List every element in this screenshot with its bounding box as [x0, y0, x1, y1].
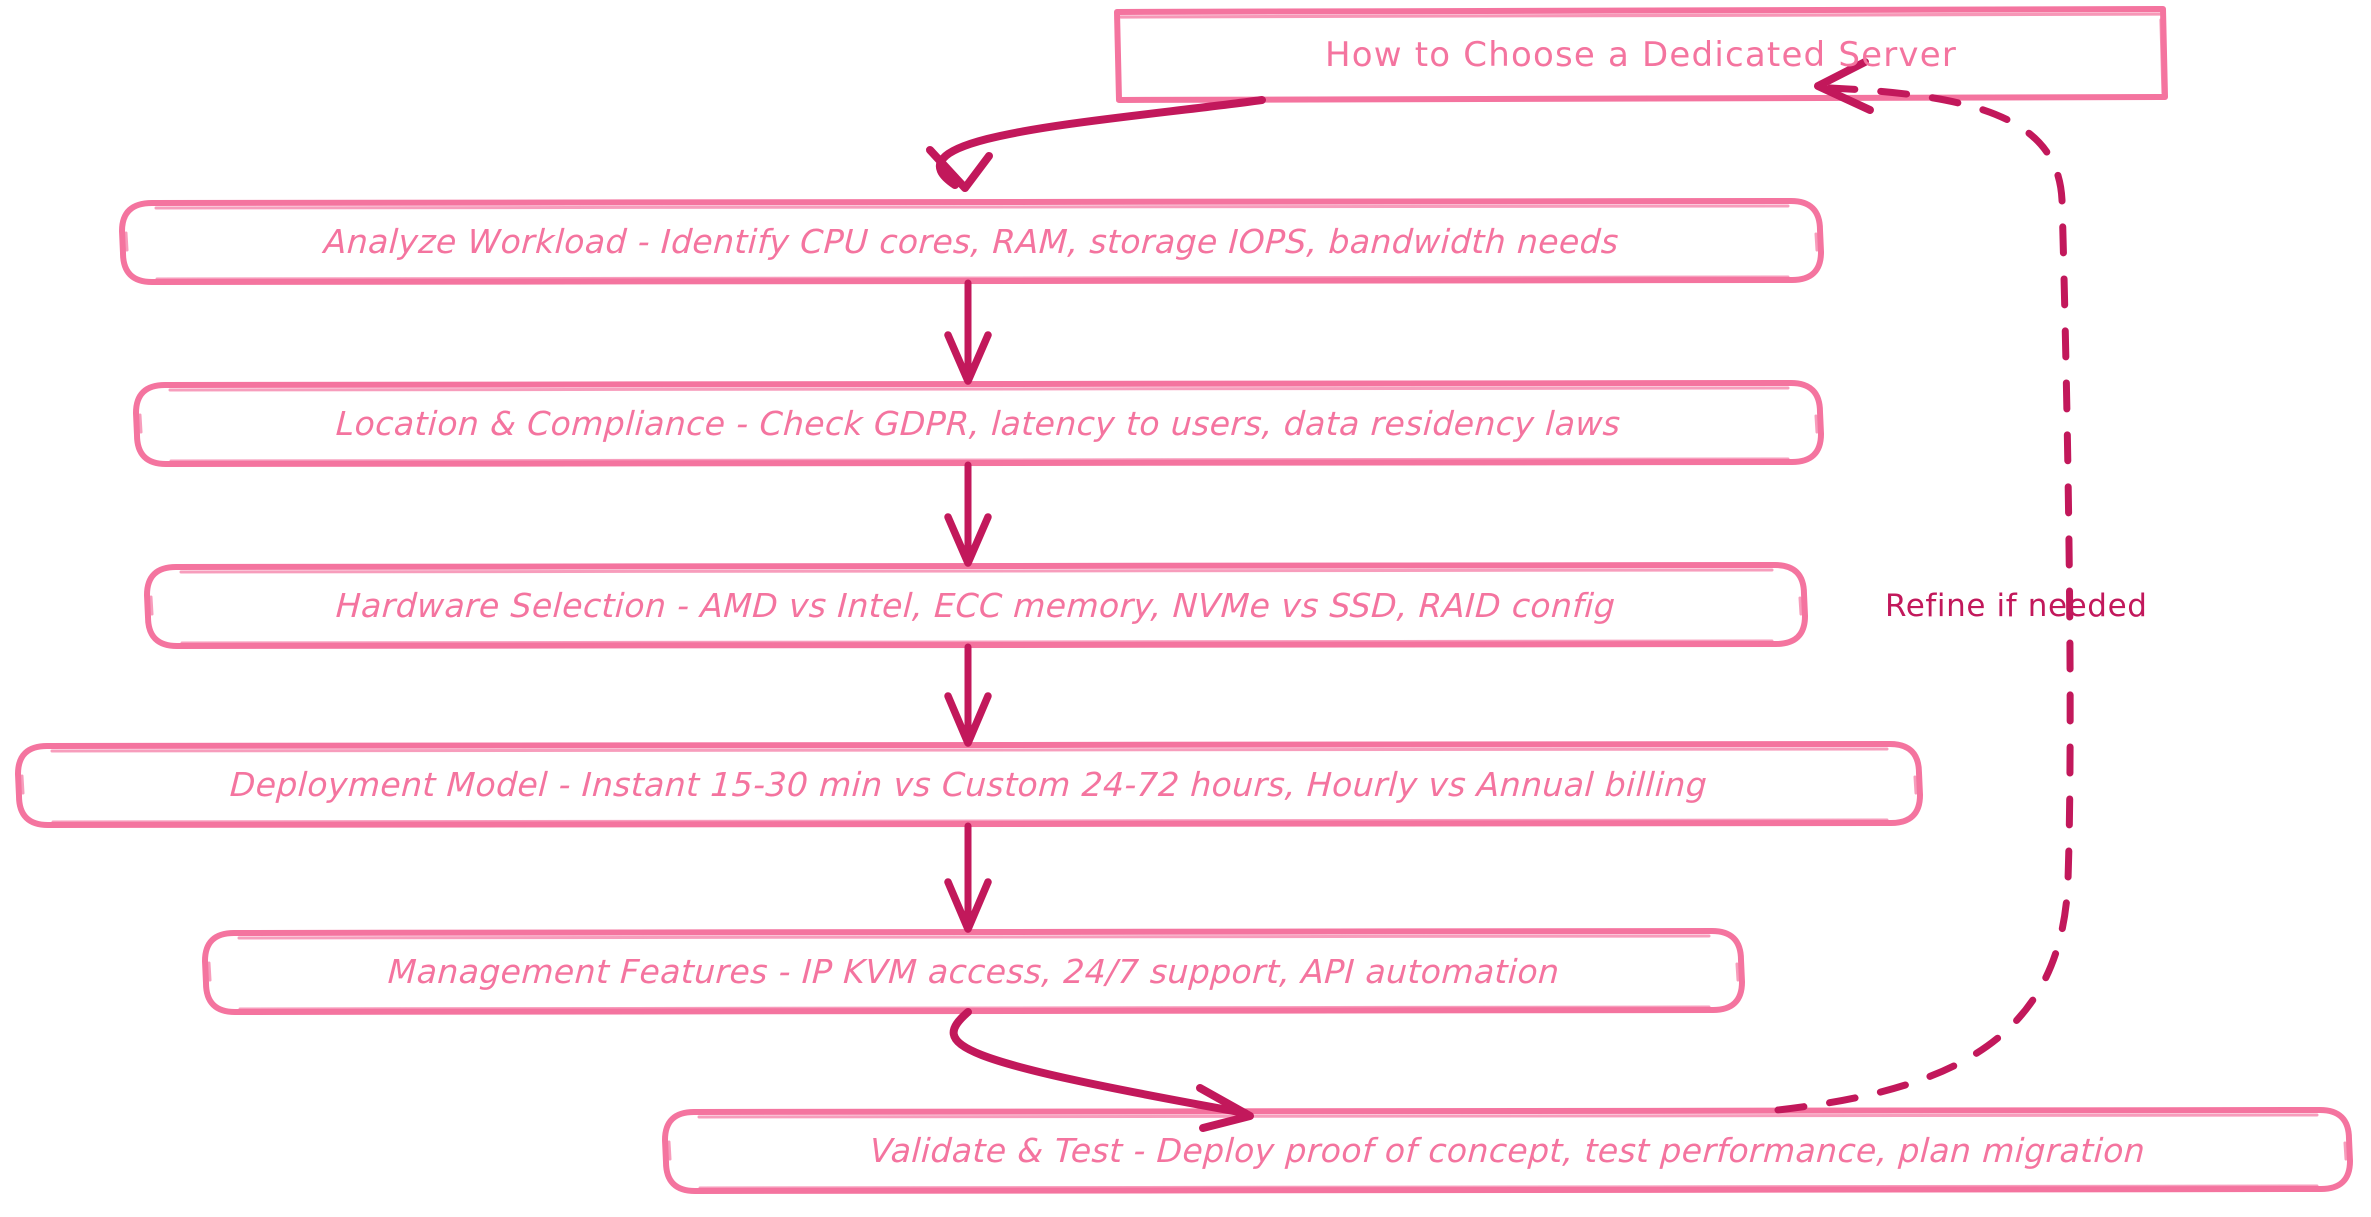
node-location-compliance[interactable]: Location & Compliance - Check GDPR, late…: [136, 383, 1821, 464]
node-analyze-workload-label: Analyze Workload - Identify CPU cores, R…: [323, 222, 1620, 261]
node-location-compliance-label: Location & Compliance - Check GDPR, late…: [335, 404, 1622, 443]
arrow-analyze-workload-to-location-compliance: [944, 279, 992, 385]
edge-label-refine-if-needed-text: Refine if needed: [1885, 588, 2148, 624]
node-outline-deployment-model: [15, 741, 1923, 828]
node-validate-test[interactable]: Validate & Test - Deploy proof of concep…: [665, 1110, 2350, 1191]
node-outline-title: [1114, 6, 2168, 103]
node-outline-validate-test: [662, 1107, 2353, 1194]
edge-label-refine-if-needed: Refine if needed: [1885, 588, 2148, 624]
node-deployment-model[interactable]: Deployment Model - Instant 15-30 min vs …: [18, 744, 1920, 825]
arrow-management-features-to-validate-test: [949, 1008, 1254, 1132]
node-deployment-model-label: Deployment Model - Instant 15-30 min vs …: [229, 765, 1709, 804]
node-outline-location-compliance: [133, 380, 1824, 467]
node-hardware-selection[interactable]: Hardware Selection - AMD vs Intel, ECC m…: [147, 565, 1805, 646]
node-analyze-workload[interactable]: Analyze Workload - Identify CPU cores, R…: [122, 201, 1821, 282]
node-management-features-label: Management Features - IP KVM access, 24/…: [386, 952, 1561, 991]
node-management-features[interactable]: Management Features - IP KVM access, 24/…: [205, 931, 1742, 1012]
arrow-title-to-analyze-workload: [926, 96, 1266, 192]
arrow-deployment-model-to-management-features: [944, 822, 992, 933]
node-hardware-selection-label: Hardware Selection - AMD vs Intel, ECC m…: [335, 586, 1617, 625]
node-title[interactable]: How to Choose a Dedicated Server: [1117, 9, 2165, 100]
node-title-label: How to Choose a Dedicated Server: [1324, 34, 1958, 75]
arrow-location-compliance-to-hardware-selection: [944, 461, 992, 567]
node-outline-management-features: [202, 928, 1745, 1015]
arrow-validate-test-to-title-dashed: [1774, 58, 2074, 1114]
node-validate-test-label: Validate & Test - Deploy proof of concep…: [868, 1131, 2147, 1170]
node-outline-hardware-selection: [144, 562, 1808, 649]
arrow-hardware-selection-to-deployment-model: [944, 643, 992, 747]
node-outline-analyze-workload: [119, 198, 1824, 285]
